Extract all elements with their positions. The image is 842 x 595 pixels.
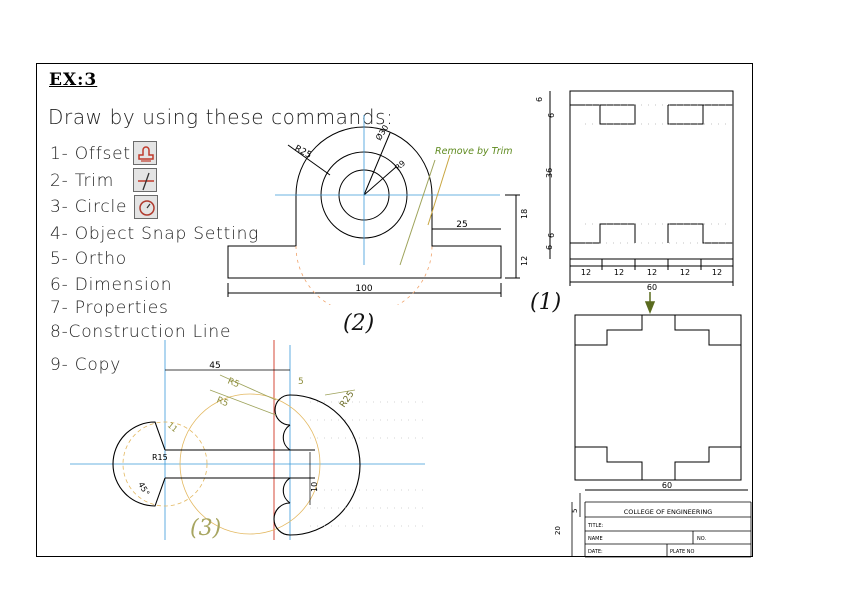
title-block-date: DATE: [588,549,603,555]
drawing-3: 45 R5 R5 5 R25 R15 11 45° 10 [70,340,425,540]
title-block-title: TITLE: [587,523,604,529]
drawing-3-label: (3) [190,516,222,541]
remove-by-trim-note: Remove by Trim [435,146,513,157]
command-dimension: 6- Dimension [50,275,173,295]
title-block-name: NAME [588,536,603,542]
title-block-no: NO. [697,536,706,542]
dim-12: 12 [520,256,529,266]
dim-60b: 60 [662,481,672,490]
command-object-snap: 4- Object Snap Setting [50,224,260,244]
dim-6a: 6 [535,97,544,102]
dim-r25: R25 [293,144,313,161]
drawing-2-label: (2) [343,311,375,336]
dim-6c: 6 [547,233,556,238]
dim-12e: 12 [712,268,722,277]
dim-6d: 6 [545,245,554,250]
title-block: COLLEGE OF ENGINEERING TITLE: NAME NO. D… [554,493,752,558]
dim-r5b: R5 [215,396,230,410]
dim-18: 18 [520,209,529,219]
dim-r9: R9 [393,159,407,173]
intro-text: Draw by using these commands: [48,105,394,129]
dim-12d: 12 [680,268,690,277]
dim-6b: 6 [547,113,556,118]
command-copy: 9- Copy [50,355,122,375]
dim-60: 60 [647,283,657,292]
title-block-plate: PLATE NO [670,549,694,555]
command-trim: 2- Trim [50,171,115,191]
dim-5: 5 [298,377,304,387]
dim-r15: R15 [152,453,168,462]
dim-25: 25 [456,220,467,230]
dim-36: 36 [545,168,554,178]
dim-12a: 12 [581,268,591,277]
title-block-dim-20: 20 [554,526,562,535]
drawing-2: R25 Ø30 R9 25 18 12 100 Remove by Trim [227,115,529,305]
dim-11: 11 [166,421,180,434]
drawing-1: 6 6 36 6 6 12 12 12 12 12 60 [535,90,734,292]
dim-45deg: 45° [136,481,151,498]
command-construction-line: 8-Construction Line [50,322,232,342]
drawing-1-label: (1) [530,290,562,315]
command-offset: 1- Offset [50,144,131,164]
exercise-title: EX:3 [49,70,98,90]
dim-12c: 12 [647,268,657,277]
dim-45: 45 [209,361,220,371]
title-block-dim-5: 5 [571,509,579,513]
circle-icon[interactable] [134,195,158,219]
title-block-college: COLLEGE OF ENGINEERING [624,508,712,516]
trim-icon[interactable] [133,168,157,192]
dim-100: 100 [355,284,372,294]
command-circle: 3- Circle [50,197,128,217]
offset-icon[interactable] [133,141,157,165]
command-ortho: 5- Ortho [50,249,127,269]
dim-12b: 12 [614,268,624,277]
drawing-sheet [36,63,753,557]
dim-10: 10 [310,482,319,492]
command-properties: 7- Properties [50,298,169,318]
drawing-1-result: 60 [574,292,748,491]
dim-r5a: R5 [226,377,241,391]
